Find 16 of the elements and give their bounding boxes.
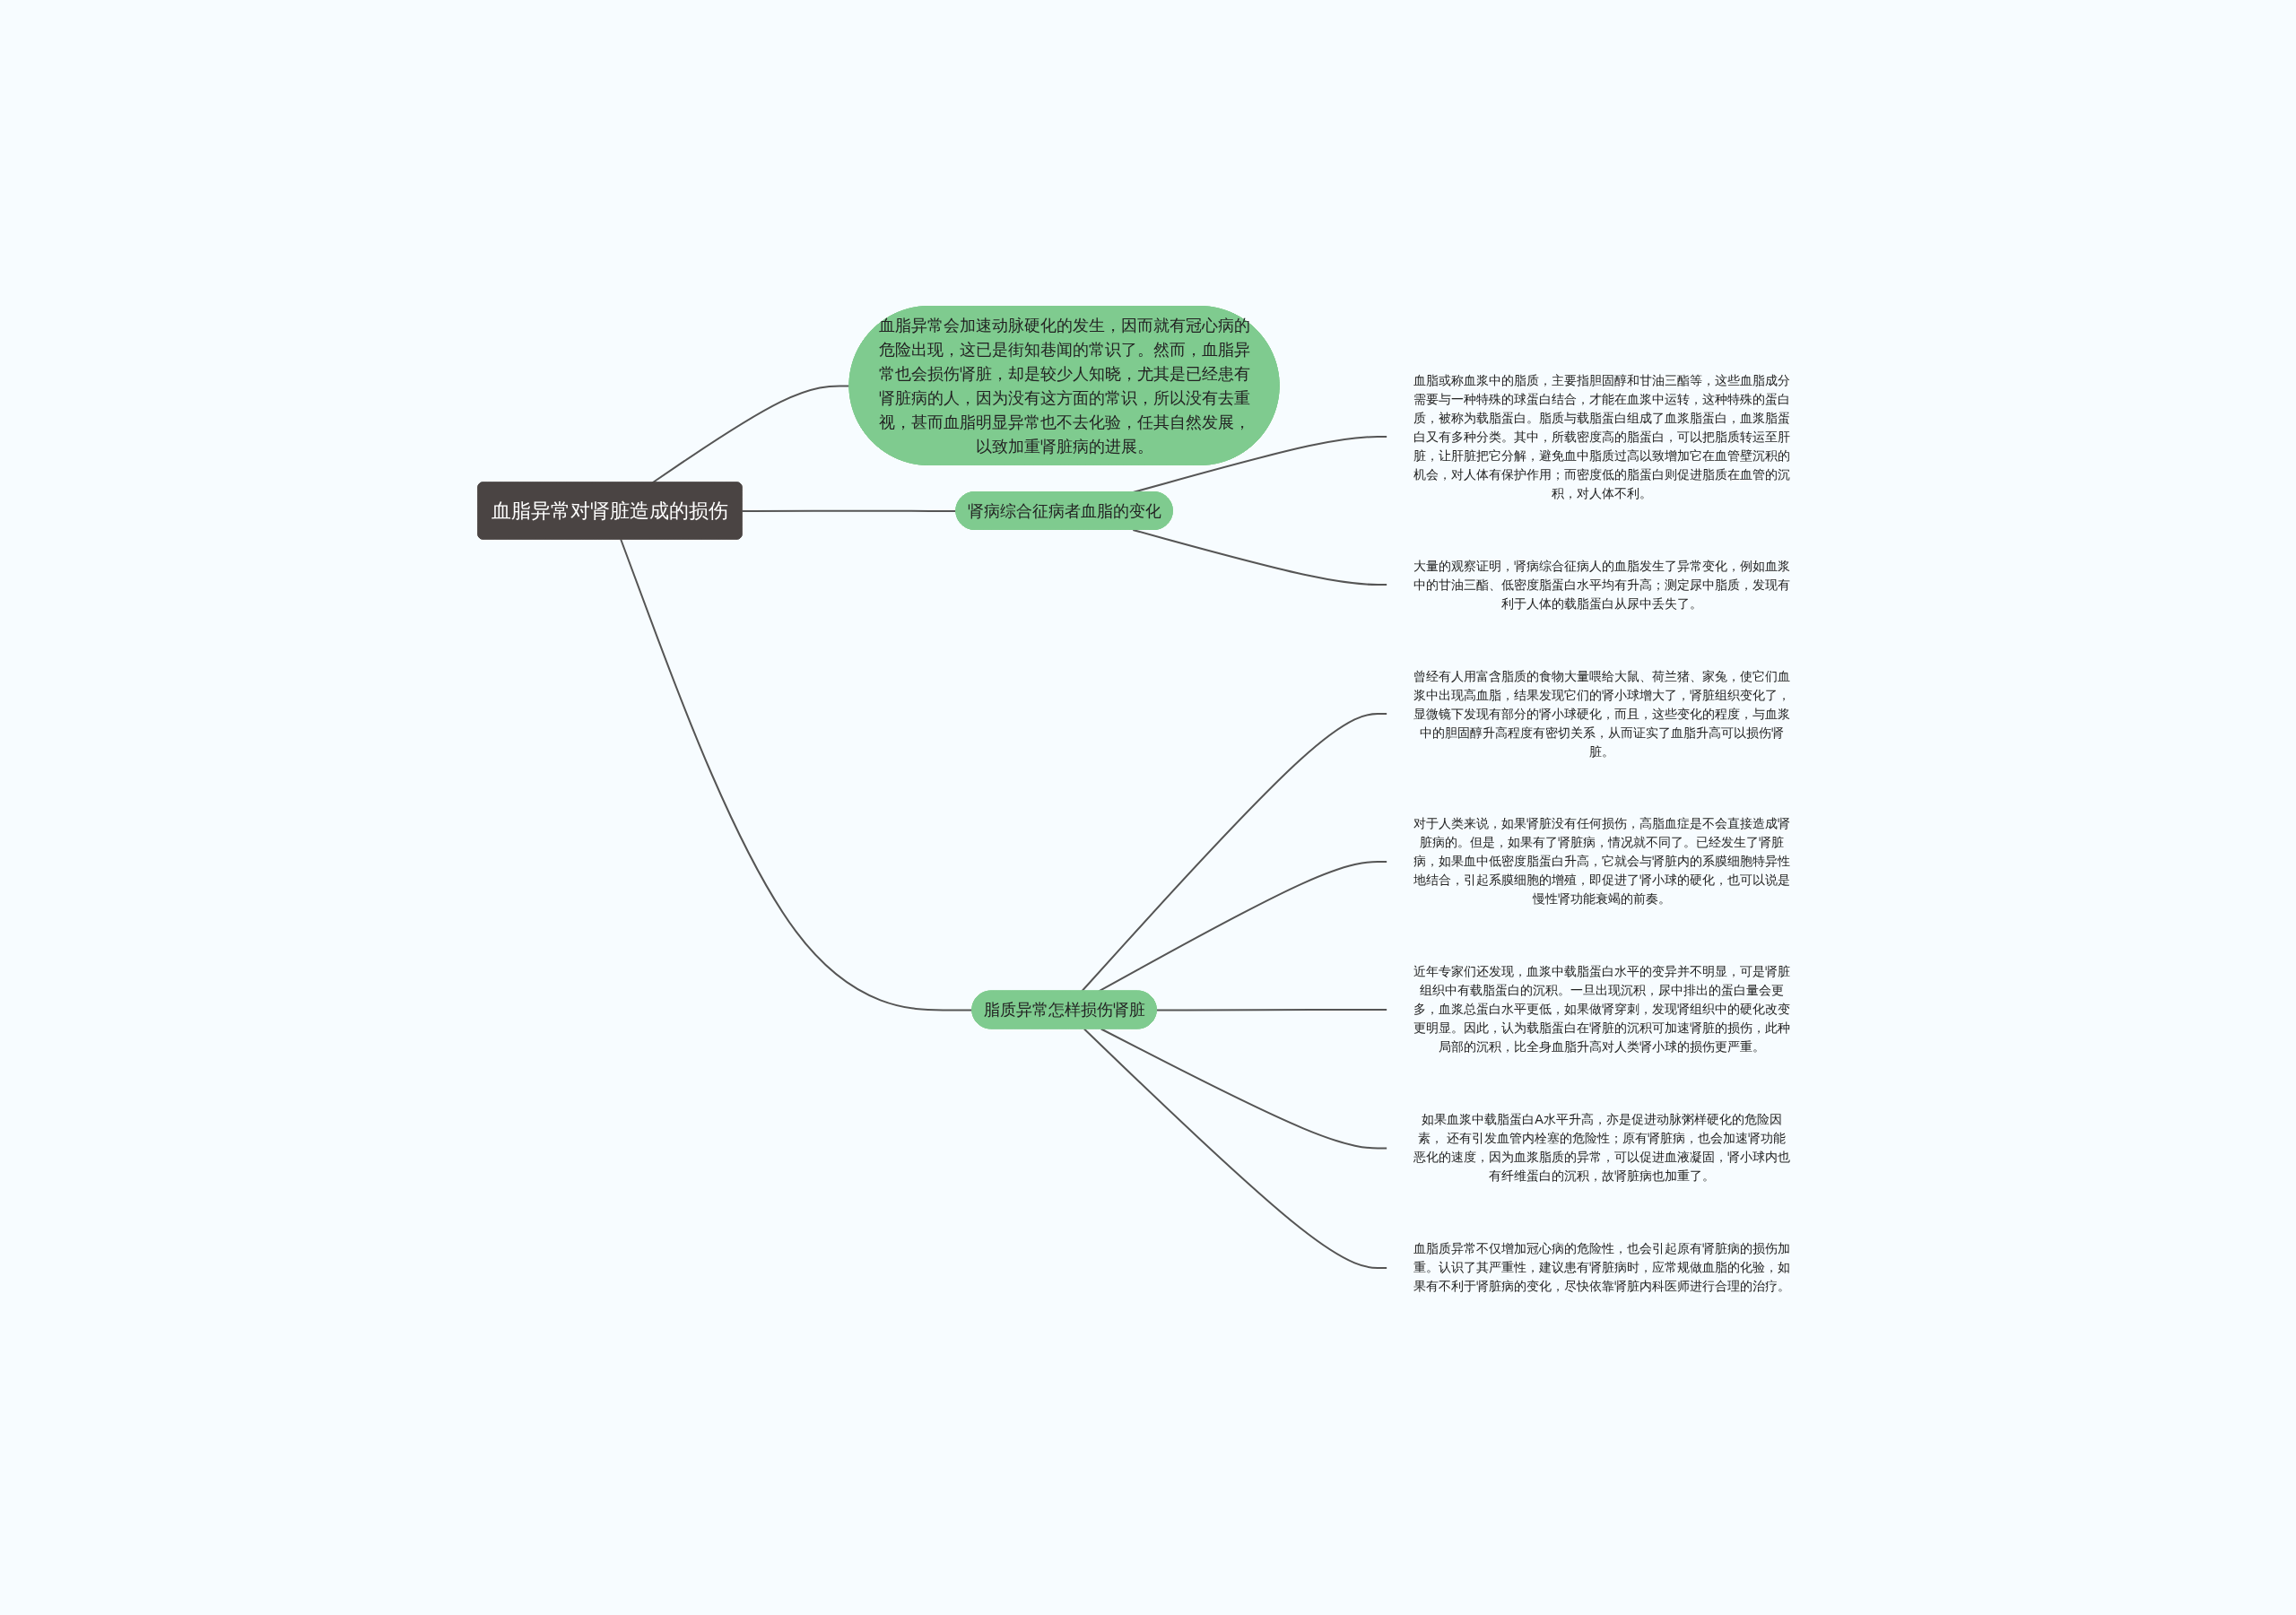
node-text: 大量的观察证明，肾病综合征病人的血脂发生了异常变化，例如血浆中的甘油三酯、低密度脂蛋白水平均有升高；测定尿中脂质，发现有利于人体的载脂蛋白从尿中丢失了。 bbox=[1413, 558, 1791, 610]
connector bbox=[741, 509, 958, 512]
node-text: 血脂质异常不仅增加冠心病的危险性，也会引起原有肾脏病的损伤加重。认识了其严重性，建议患有肾脏病时，应常规做血脂的化验，如果有不利于肾脏病的变化，尽快依靠肾脏内科医师进行合理的治疗。 bbox=[1413, 1241, 1791, 1293]
connector bbox=[1132, 528, 1388, 586]
node-text: 曾经有人用富含脂质的食物大量喂给大鼠、荷兰猪、家兔，使它们血浆中出现高血脂，结果发现它们的肾小球增大了，肾脏组织变化了，显微镜下发现有部分的肾小球硬化，而且，这些变化的程度，与血浆中的胆固醇升高程度有密切关系，从而证实了血脂升高可以损伤肾脏。 bbox=[1413, 668, 1791, 758]
connector bbox=[1156, 1008, 1388, 1011]
node-text: 血脂或称血浆中的脂质，主要指胆固醇和甘油三酯等，这些血脂成分需要与一种特殊的球蛋白结合，才能在血浆中运转，这种特殊的蛋白质，被称为载脂蛋白。脂质与载脂蛋白组成了血浆脂蛋白，血浆脂蛋白又有多种分类。其中，所载密度高的脂蛋白，可以把脂质转运至肝脏，让肝脏把它分解，避免血中脂质过高以致增加它在血管壁沉积的机会，对人体有保护作用；而密度低的脂蛋白则促进脂质在血管的沉积，对人体不利。 bbox=[1413, 372, 1791, 499]
connector bbox=[1083, 1028, 1388, 1269]
node-text: 对于人类来说，如果肾脏没有任何损伤，高脂血症是不会直接造成肾脏病的。但是，如果有了肾脏病，情况就不同了。已经发生了肾脏病，如果血中低密度脂蛋白升高，它就会与肾脏内的系膜细胞特异性地结合，引起系膜细胞的增殖，即促进了肾小球的硬化，也可以说是慢性肾功能衰竭的前奏。 bbox=[1413, 816, 1791, 906]
connector bbox=[620, 538, 974, 1011]
connector bbox=[1100, 1028, 1388, 1149]
connector bbox=[1098, 860, 1388, 992]
connector bbox=[651, 384, 851, 483]
node-text: 近年专家们还发现，血浆中载脂蛋白水平的变异并不明显，可是肾脏组织中有载脂蛋白的沉积。一旦出现沉积，尿中排出的蛋白量会更多，血浆总蛋白水平更低，如果做肾穿刺，发现肾组织中的硬化改变更明显。因此，认为载脂蛋白在肾脏的沉积可加速肾脏的损伤，此种局部的沉积，比全身血脂升高对人类肾小球的损伤更严重。 bbox=[1413, 964, 1791, 1054]
connector bbox=[1081, 712, 1388, 992]
node-text: 如果血浆中载脂蛋白A水平升高，亦是促进动脉粥样硬化的危险因素， 还有引发血管内栓塞的危险性；原有肾脏病，也会加速肾功能恶化的速度，因为血浆脂质的异常，可以促进血液凝固，肾小球内也有纤维蛋白的沉积，故肾脏病也加重了。 bbox=[1413, 1112, 1791, 1183]
